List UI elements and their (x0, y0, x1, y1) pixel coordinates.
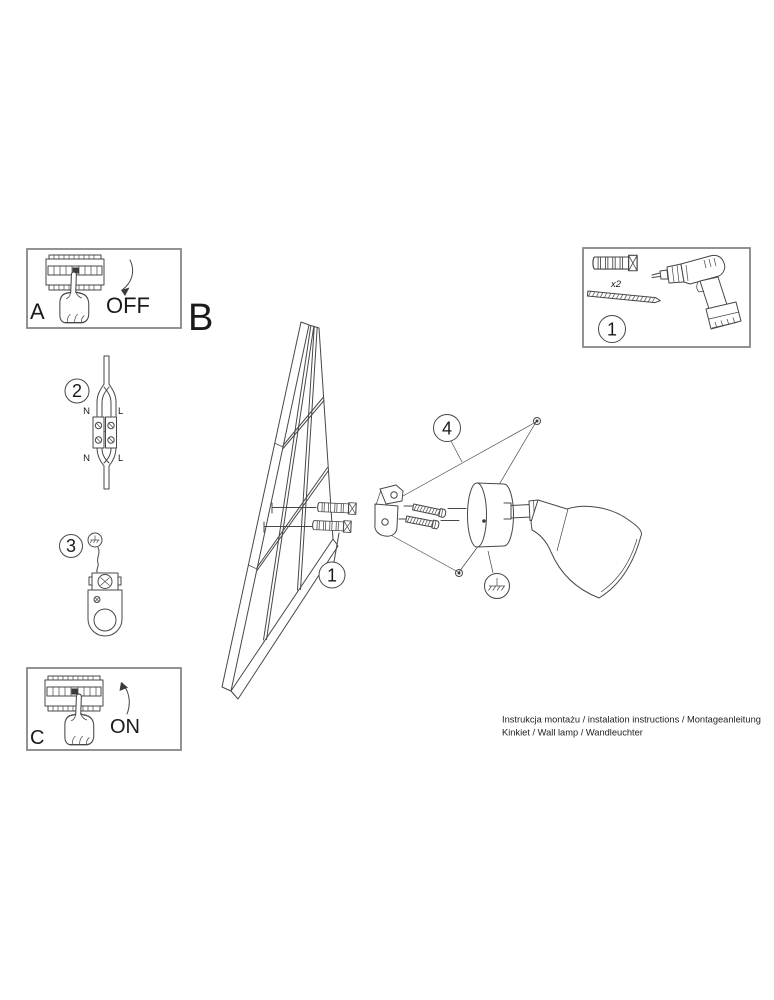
wall-edge-notches (248, 442, 284, 570)
wire-bottom-merge (96, 447, 117, 467)
machine-screw-upper (411, 502, 447, 519)
wire-top-split (96, 383, 117, 417)
toolbox-step-box: x2 1 (582, 247, 751, 348)
screw-terminal (88, 572, 122, 591)
pointing-hand-icon (64, 693, 95, 746)
wire-bottom (103, 465, 110, 490)
step-3-number: 3 (66, 536, 76, 556)
lamp-canopy (467, 482, 514, 548)
alignment-lines (386, 421, 537, 574)
mounting-screw-icon (586, 290, 661, 304)
step-1-number: 1 (327, 566, 337, 586)
wall-tile-columns (263, 325, 318, 641)
power-off-step-box: A OFF (26, 248, 182, 329)
lamp-head (530, 499, 642, 599)
section-label-b: B (188, 297, 213, 339)
anchor-quantity-label: x2 (610, 279, 622, 290)
step-4-badge (433, 414, 461, 442)
arrow-down-icon (121, 259, 134, 291)
power-off-box-border (26, 248, 182, 329)
earth-symbol-icon (87, 532, 103, 548)
canopy-screw-lower (455, 569, 463, 577)
step-1-leader-line (333, 532, 340, 563)
drill-icon (651, 254, 742, 330)
off-label: OFF (106, 293, 150, 318)
toolbox-border (582, 247, 751, 348)
breaker-panel-icon (44, 675, 104, 712)
toolbox-step-number: 1 (607, 320, 617, 340)
step-2-number: 2 (72, 381, 82, 401)
wire-connector-figure: 2 N L N L (64, 355, 123, 490)
footer-product-line: Kinkiet / Wall lamp / Wandleuchter (502, 728, 643, 738)
terminal-block (92, 416, 117, 449)
earth-symbol-icon (484, 573, 510, 599)
step-1-badge (318, 561, 346, 589)
pointing-hand-icon (59, 271, 90, 324)
terminal-top-l-label: L (118, 406, 123, 417)
machine-screw-lower (404, 514, 440, 530)
toolbox-step-badge (598, 315, 626, 343)
power-off-panel-label: A (30, 299, 45, 324)
wall-tile-rows (256, 396, 329, 571)
mounting-bracket (374, 484, 404, 537)
power-on-step-box: C ON (26, 667, 182, 751)
step-2-badge (64, 378, 90, 404)
footer-title-line: Instrukcja montażu / instalation instruc… (502, 715, 761, 725)
on-label: ON (110, 716, 140, 738)
terminal-bottom-n-label: N (83, 453, 90, 464)
ground-wire (96, 547, 100, 573)
wall-left-edge (221, 321, 310, 692)
terminal-top-n-label: N (83, 406, 90, 417)
power-on-panel-label: C (30, 727, 44, 749)
step-4-number: 4 (442, 419, 452, 439)
ground-terminal-figure: 3 (59, 532, 123, 637)
wire-top (103, 355, 110, 385)
wall-plug-icon (592, 254, 638, 272)
power-on-box-border (26, 667, 182, 751)
drill-axis-lines (263, 502, 467, 533)
mounting-plate (87, 589, 123, 637)
step-3-badge (59, 534, 83, 558)
canopy-screw-upper (533, 417, 541, 425)
terminal-bottom-l-label: L (118, 453, 123, 464)
